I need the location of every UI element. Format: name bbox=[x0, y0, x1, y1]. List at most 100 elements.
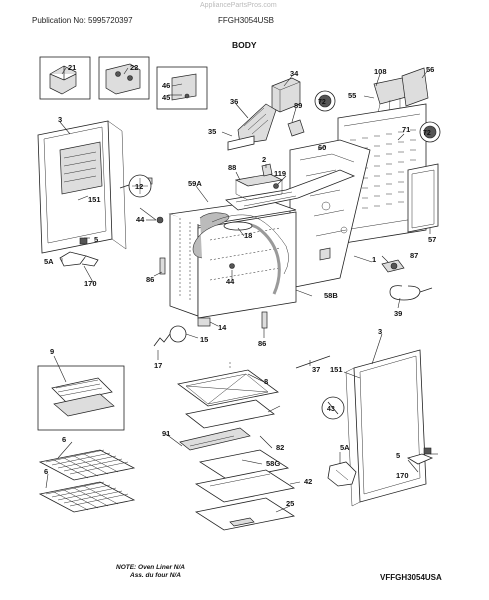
label-21: 21 bbox=[68, 63, 76, 72]
oven-liner-note: NOTE: Oven Liner N/A Ass. du four N/A bbox=[116, 564, 185, 580]
label-151-left: 151 bbox=[88, 195, 101, 204]
label-39: 39 bbox=[394, 309, 402, 318]
label-8: 8 bbox=[264, 377, 268, 386]
label-59A: 59A bbox=[188, 179, 202, 188]
part-number-labels: 21 22 46 45 34 108 56 3 36 89 72 55 71 7… bbox=[44, 63, 436, 508]
label-151-right: 151 bbox=[330, 365, 343, 374]
label-119: 119 bbox=[274, 169, 286, 178]
clip-86-right[interactable] bbox=[261, 311, 268, 329]
label-35: 35 bbox=[208, 127, 216, 136]
label-88: 88 bbox=[228, 163, 236, 172]
bracket-5A-right[interactable] bbox=[327, 461, 357, 487]
leader-lines bbox=[45, 67, 438, 513]
rod-37[interactable] bbox=[295, 355, 331, 369]
heat-shield-58G[interactable] bbox=[198, 449, 290, 481]
label-72-right: 72 bbox=[423, 130, 431, 137]
label-108: 108 bbox=[374, 67, 387, 76]
leveling-leg-right[interactable] bbox=[407, 447, 434, 465]
clip-86-left[interactable] bbox=[159, 257, 166, 275]
oven-bottom-8[interactable] bbox=[177, 369, 279, 407]
diagram-code: VFFGH3054USA bbox=[380, 573, 442, 582]
broil-pan-9-box[interactable] bbox=[37, 365, 125, 431]
wire-17[interactable] bbox=[153, 333, 171, 347]
label-37: 37 bbox=[312, 365, 320, 374]
label-5A-left: 5A bbox=[44, 257, 54, 266]
back-bracket-56[interactable] bbox=[401, 67, 429, 107]
label-6-upper: 6 bbox=[62, 435, 66, 444]
bracket-2[interactable] bbox=[261, 163, 273, 177]
gas-line-39[interactable] bbox=[389, 285, 433, 301]
light-socket-14[interactable] bbox=[197, 317, 211, 327]
gasket-59A[interactable] bbox=[192, 212, 289, 275]
label-6-lower: 6 bbox=[44, 467, 48, 476]
left-side-panel[interactable] bbox=[37, 120, 127, 254]
leveling-leg-left[interactable] bbox=[59, 237, 99, 267]
label-89: 89 bbox=[294, 101, 302, 110]
label-44-upper: 44 bbox=[136, 215, 145, 224]
callout-43 bbox=[321, 396, 345, 420]
label-14: 14 bbox=[218, 323, 227, 332]
part-46-45-box[interactable] bbox=[156, 66, 208, 110]
label-25: 25 bbox=[286, 499, 294, 508]
label-91: 91 bbox=[162, 429, 170, 438]
oven-liner[interactable] bbox=[168, 199, 297, 319]
section-title: BODY bbox=[232, 40, 257, 50]
callout-12 bbox=[128, 174, 152, 198]
burner-tube-18[interactable] bbox=[223, 221, 253, 231]
label-60: 60 bbox=[318, 143, 326, 152]
label-34: 34 bbox=[290, 69, 299, 78]
clip-44-lower[interactable] bbox=[229, 263, 235, 269]
screw-119[interactable] bbox=[273, 183, 279, 189]
vent-duct-34[interactable] bbox=[271, 77, 301, 113]
insulation-57[interactable] bbox=[407, 163, 439, 233]
label-3-left: 3 bbox=[58, 115, 62, 124]
label-15: 15 bbox=[200, 335, 208, 344]
label-44-lower: 44 bbox=[226, 277, 235, 286]
label-86-right: 86 bbox=[258, 339, 266, 348]
label-3-right: 3 bbox=[378, 327, 382, 336]
label-18: 18 bbox=[244, 231, 252, 240]
watermark: AppliancePartsPros.com bbox=[200, 2, 277, 9]
label-87: 87 bbox=[410, 251, 418, 260]
label-57: 57 bbox=[428, 235, 436, 244]
baffle-82[interactable] bbox=[185, 399, 275, 429]
burner-91[interactable] bbox=[179, 427, 251, 451]
callout-72-top bbox=[314, 90, 336, 112]
note-line-2: Ass. du four N/A bbox=[130, 572, 181, 579]
label-5A-right: 5A bbox=[340, 443, 350, 452]
label-42: 42 bbox=[304, 477, 312, 486]
oven-rack-upper[interactable] bbox=[38, 449, 136, 481]
label-86-left: 86 bbox=[146, 275, 154, 284]
label-17: 17 bbox=[154, 361, 162, 370]
part-22-box[interactable] bbox=[98, 56, 150, 100]
label-71: 71 bbox=[402, 125, 410, 134]
label-12: 12 bbox=[135, 182, 143, 191]
label-43: 43 bbox=[327, 406, 335, 413]
drawer-tray-42[interactable] bbox=[194, 469, 296, 503]
note-line-1: NOTE: Oven Liner N/A bbox=[116, 564, 185, 571]
label-170-left: 170 bbox=[84, 279, 97, 288]
label-36: 36 bbox=[230, 97, 238, 106]
label-72-top: 72 bbox=[318, 99, 326, 106]
part-21-box[interactable] bbox=[39, 56, 91, 100]
bracket-89[interactable] bbox=[287, 119, 305, 137]
right-side-panel[interactable] bbox=[345, 349, 427, 507]
label-5-right: 5 bbox=[396, 451, 400, 460]
oven-rack-lower[interactable] bbox=[38, 481, 136, 513]
bottom-plate-25[interactable] bbox=[194, 497, 296, 531]
flue-35[interactable] bbox=[227, 135, 255, 151]
clip-44-upper[interactable] bbox=[156, 216, 164, 224]
burner-1[interactable] bbox=[353, 255, 373, 263]
regulator-87[interactable] bbox=[381, 259, 405, 273]
label-22: 22 bbox=[130, 63, 138, 72]
label-1: 1 bbox=[372, 255, 376, 264]
model-number: FFGH3054USB bbox=[218, 16, 275, 25]
publication-number: Publication No: 5995720397 bbox=[32, 16, 133, 25]
label-5-left: 5 bbox=[94, 235, 98, 244]
light-lens-15[interactable] bbox=[169, 325, 187, 343]
label-170-right: 170 bbox=[396, 471, 409, 480]
label-82: 82 bbox=[276, 443, 284, 452]
label-58B: 58B bbox=[324, 291, 338, 300]
